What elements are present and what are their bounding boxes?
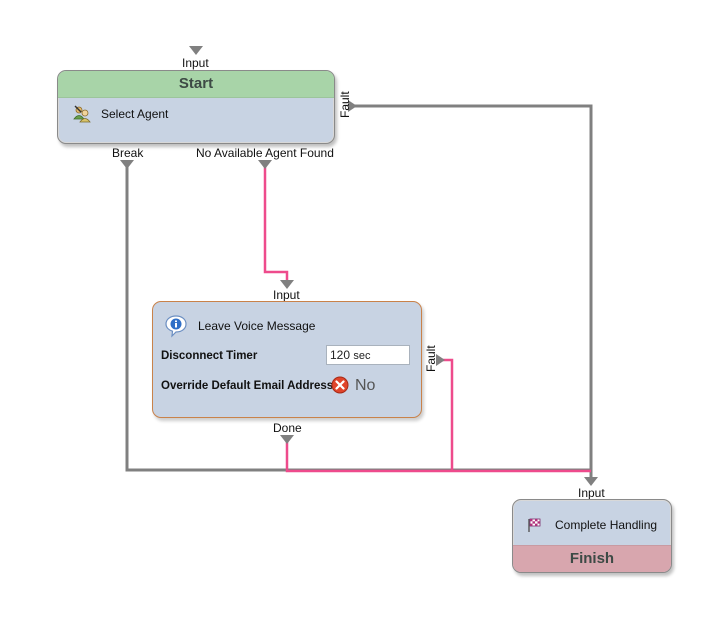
voice-message-title-row[interactable]: Leave Voice Message <box>164 314 315 338</box>
voice-input-port[interactable] <box>280 280 294 289</box>
complete-handling-row[interactable]: Complete Handling <box>526 514 657 536</box>
start-node[interactable]: Start Select Agent <box>57 70 335 144</box>
voice-done-port[interactable] <box>280 435 294 444</box>
start-header: Start <box>58 71 334 98</box>
disconnect-timer-value: 120 <box>330 348 351 362</box>
finish-footer: Finish <box>513 545 671 572</box>
start-no-agent-port[interactable] <box>258 160 272 169</box>
done-connector[interactable] <box>285 442 591 473</box>
select-agent-icon <box>72 104 92 124</box>
disconnect-timer-label: Disconnect Timer <box>161 350 258 362</box>
info-speech-icon <box>164 314 188 338</box>
start-fault-port[interactable] <box>348 100 357 112</box>
select-agent-row[interactable]: Select Agent <box>72 103 168 125</box>
start-fault-label: Fault <box>338 91 352 118</box>
voice-message-node[interactable]: Leave Voice Message Disconnect Timer 120… <box>152 301 422 418</box>
voice-message-title: Leave Voice Message <box>198 319 316 333</box>
complete-handling-label: Complete Handling <box>555 518 658 532</box>
override-email-value: No <box>355 377 376 394</box>
start-no-agent-label: No Available Agent Found <box>196 146 334 160</box>
select-agent-label: Select Agent <box>101 107 169 121</box>
start-input-port[interactable] <box>189 46 203 55</box>
finish-node[interactable]: Complete Handling Finish <box>512 499 672 573</box>
finish-input-label: Input <box>578 486 605 500</box>
no-agent-connector[interactable] <box>263 167 289 283</box>
red-x-icon[interactable] <box>331 376 349 394</box>
fault-connector[interactable] <box>353 104 593 478</box>
start-break-label: Break <box>112 146 144 160</box>
voice-input-label: Input <box>273 288 300 302</box>
start-break-port[interactable] <box>120 160 134 169</box>
voice-fault-port[interactable] <box>436 354 445 366</box>
finish-input-port[interactable] <box>584 477 598 486</box>
voice-done-label: Done <box>273 421 302 435</box>
checkered-flag-icon <box>526 517 542 533</box>
override-email-label: Override Default Email Address <box>161 380 334 392</box>
disconnect-timer-field[interactable]: 120 sec <box>326 345 410 365</box>
voice-fault-label: Fault <box>424 345 438 372</box>
voice-fault-connector[interactable] <box>441 358 454 471</box>
disconnect-timer-unit: sec <box>353 350 371 362</box>
start-input-label: Input <box>182 56 209 70</box>
